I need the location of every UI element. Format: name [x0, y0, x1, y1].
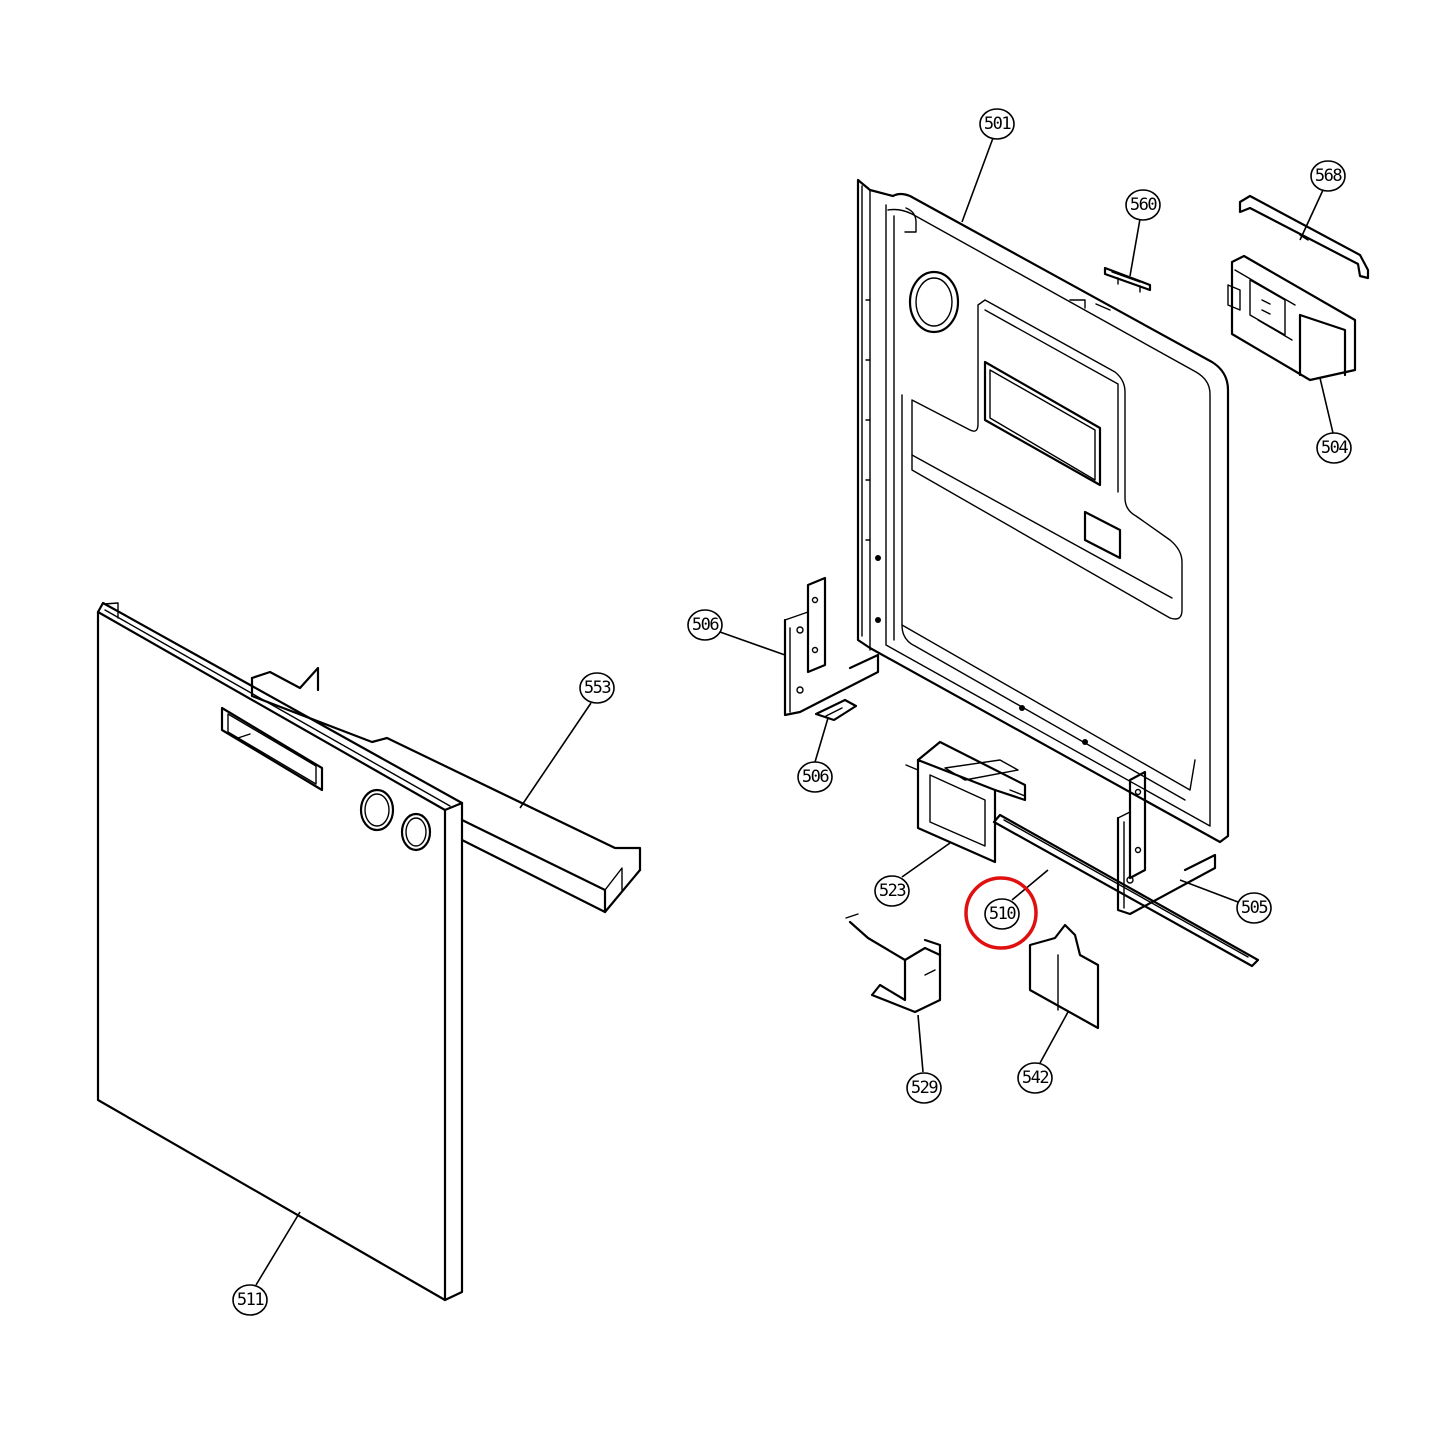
- bracket-part-529: [845, 913, 942, 1014]
- svg-text:505: 505: [1241, 898, 1267, 918]
- svg-text:501: 501: [984, 114, 1011, 134]
- callout-523: 523: [874, 875, 910, 907]
- callout-560: 560: [1125, 189, 1161, 221]
- svg-text:506: 506: [692, 615, 719, 635]
- control-module-504: [1227, 254, 1357, 382]
- callout-506-lower: 506: [797, 761, 833, 793]
- svg-text:568: 568: [1315, 166, 1342, 186]
- long-bar-part: [250, 666, 642, 914]
- latch-part-523: [905, 740, 1027, 864]
- inner-door-panel: [856, 178, 1230, 844]
- bottom-strip-part-510: [992, 813, 1260, 968]
- callout-501: 501: [979, 108, 1015, 140]
- highlight-circle-510: [964, 876, 1038, 950]
- svg-text:511: 511: [237, 1290, 264, 1310]
- callout-511: 511: [232, 1284, 268, 1316]
- hinge-bracket-right-505: [1116, 770, 1217, 916]
- small-clip-506: [814, 698, 858, 722]
- small-clip-part-560: [1103, 266, 1152, 293]
- svg-text:560: 560: [1130, 195, 1157, 215]
- svg-text:506: 506: [802, 767, 829, 787]
- callout-553: 553: [579, 672, 615, 704]
- svg-text:510: 510: [989, 904, 1016, 924]
- callout-542: 542: [1017, 1062, 1053, 1094]
- callout-504: 504: [1316, 432, 1352, 464]
- callout-568: 568: [1310, 160, 1346, 192]
- svg-text:553: 553: [584, 678, 610, 698]
- svg-text:523: 523: [879, 881, 905, 901]
- hinge-bracket-left-506: [783, 576, 880, 717]
- svg-text:542: 542: [1022, 1068, 1048, 1088]
- callout-505: 505: [1236, 892, 1272, 924]
- callout-510: 510: [984, 898, 1020, 930]
- outer-door-panel: [96, 601, 464, 1302]
- svg-text:504: 504: [1321, 438, 1348, 458]
- svg-text:529: 529: [911, 1078, 938, 1098]
- callout-506-upper: 506: [687, 609, 723, 641]
- label-card-part-542: [1028, 923, 1100, 1030]
- leader-lines: [255, 137, 1334, 1286]
- callout-529: 529: [906, 1072, 942, 1104]
